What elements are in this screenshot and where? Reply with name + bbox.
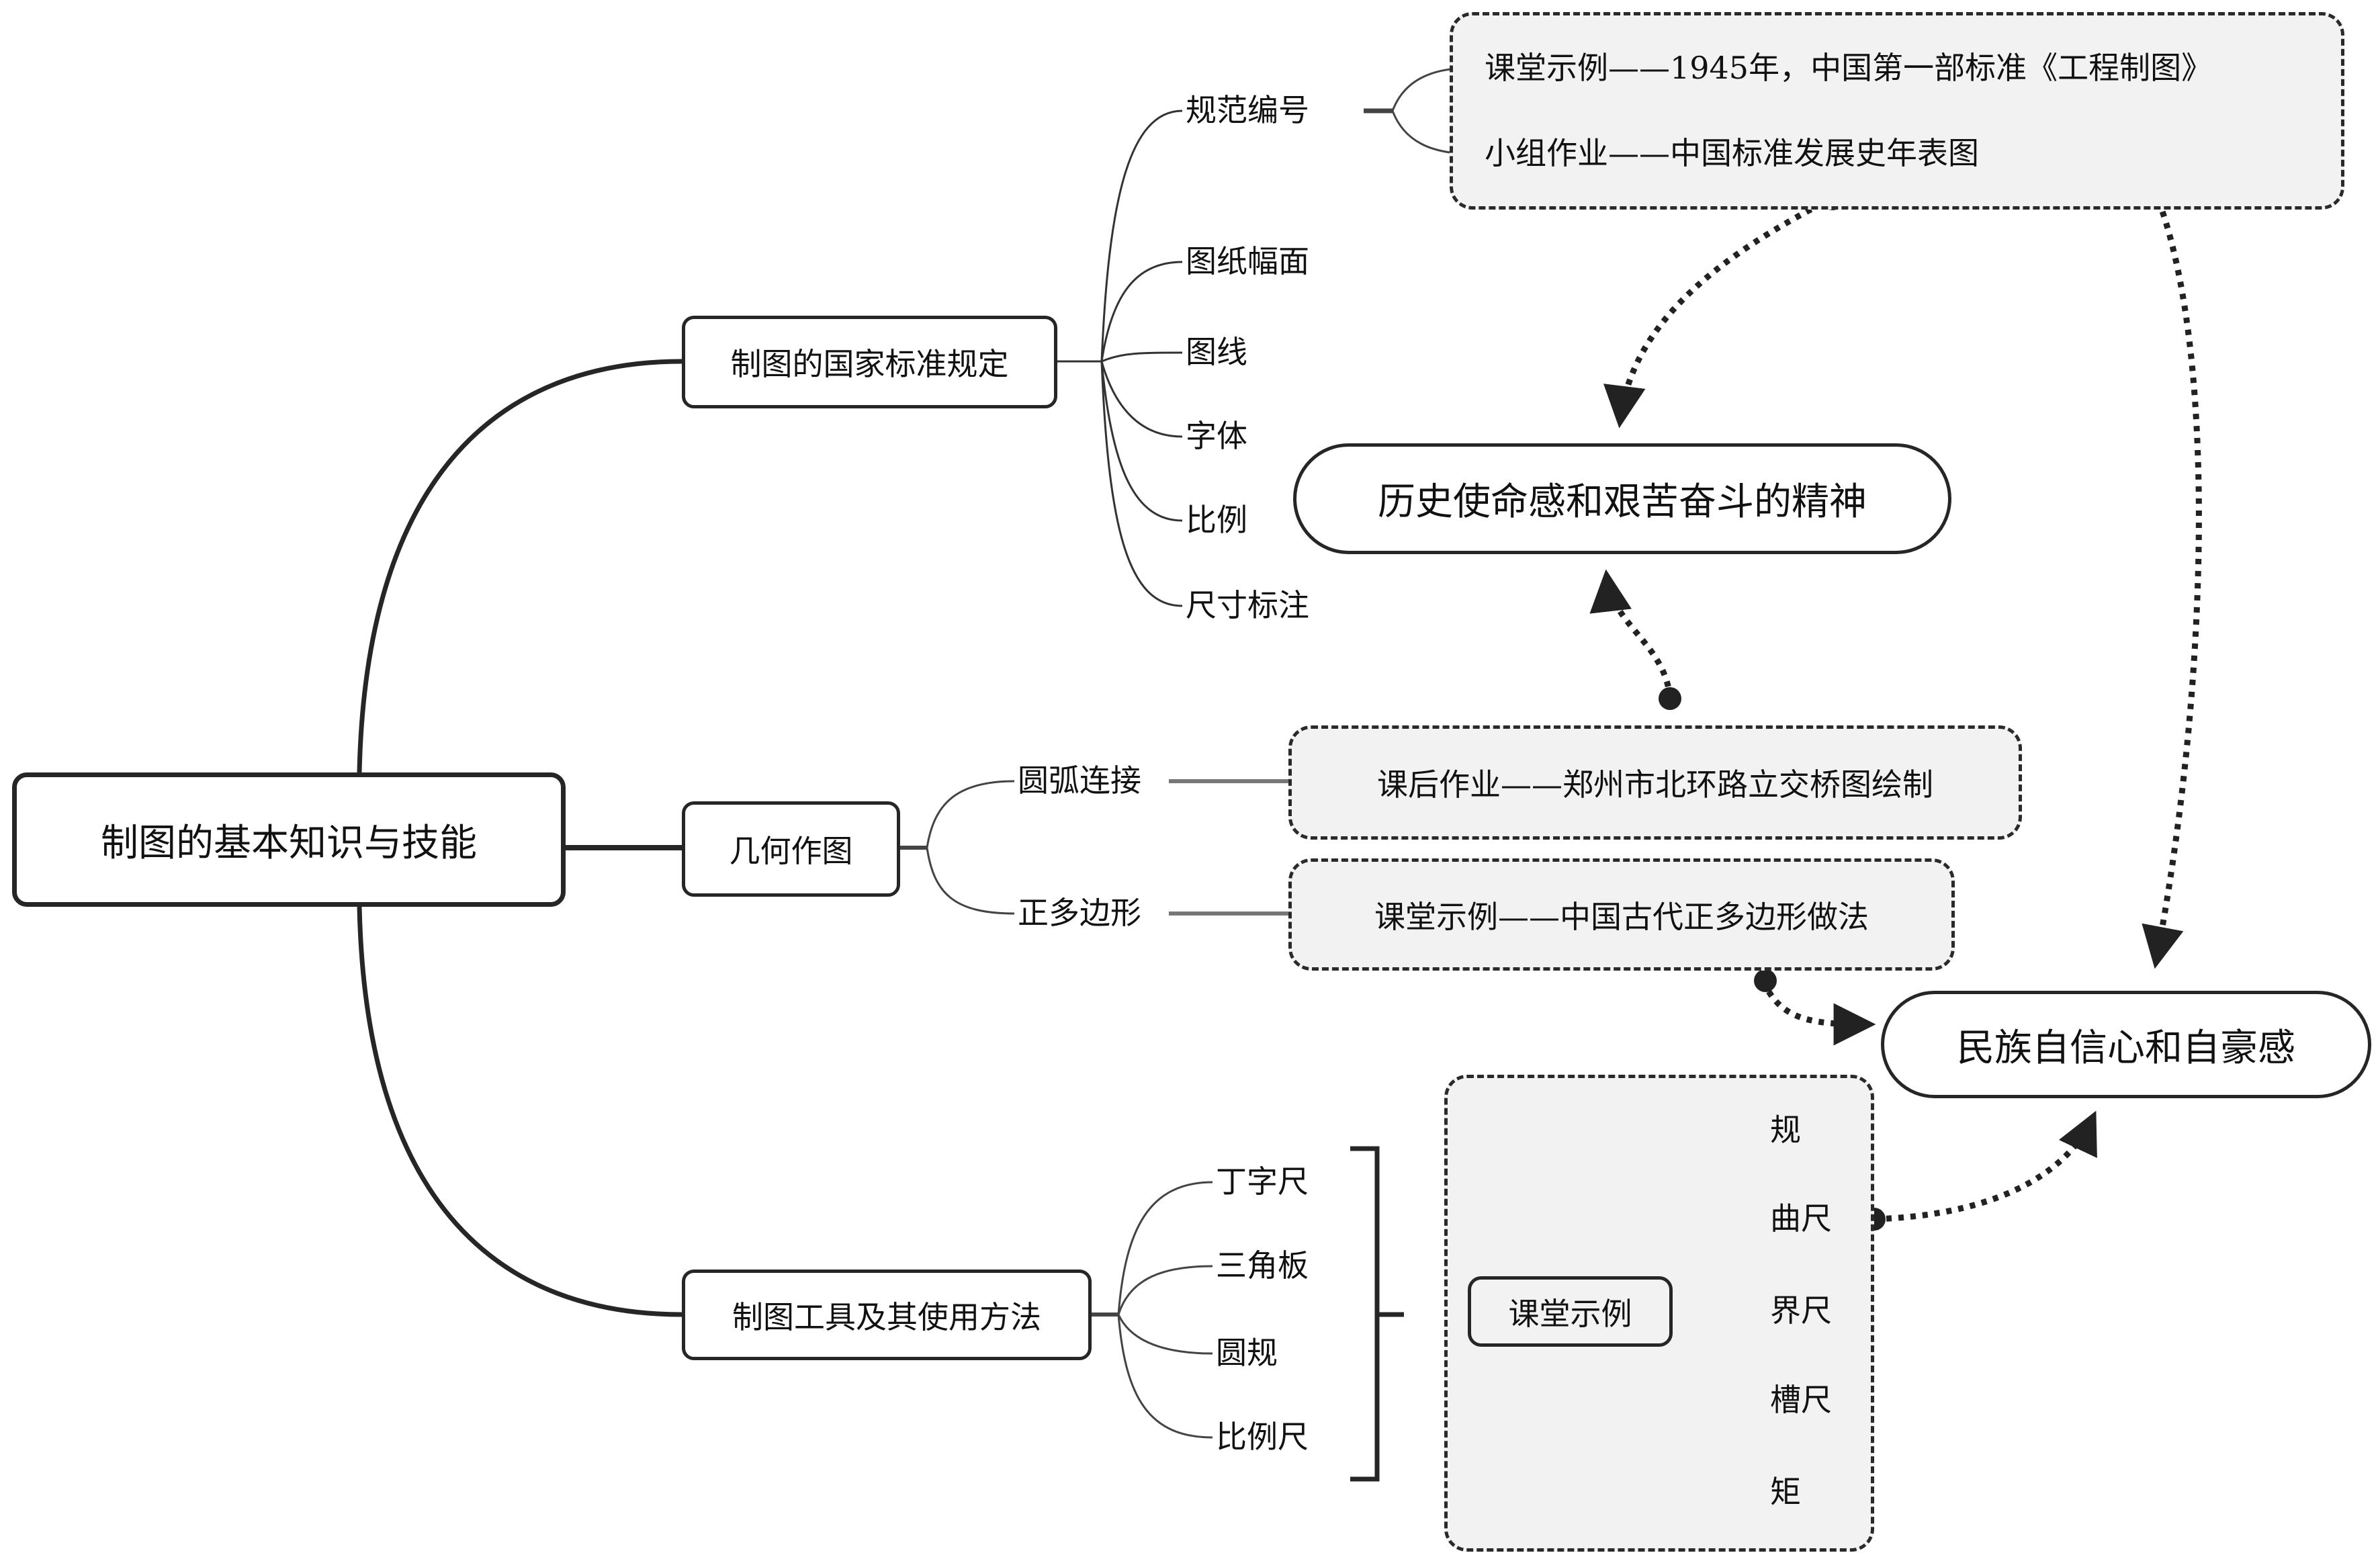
root-label: 制图的基本知识与技能 [101,821,477,865]
anchor-dot-polygon [1754,969,1777,992]
example-arc-label: 课后作业——郑州市北环路立交桥图绘制 [1377,766,1933,803]
branch-geometric-drawing[interactable]: 几何作图 [682,801,900,897]
arrow-polygon-to-national [1760,979,1876,1046]
value-history-spirit[interactable]: 历史使命感和艰苦奋斗的精神 [1293,443,1951,554]
leaf-spec-number[interactable]: 规范编号 [1186,92,1309,128]
leaf-t-square[interactable]: 丁字尺 [1216,1163,1309,1200]
arrow-tools-to-national [1874,1110,2097,1222]
value-national-pride[interactable]: 民族自信心和自豪感 [1881,991,2371,1098]
branch-label: 制图工具及其使用方法 [732,1298,1041,1335]
leaf-scale[interactable]: 比例 [1186,502,1247,538]
arrow-standards-to-history [1603,195,1835,429]
branch-drawing-tools[interactable]: 制图工具及其使用方法 [682,1270,1092,1360]
example-standards-line-2: 小组作业——中国标准发展史年表图 [1485,135,1979,171]
branch-label: 几何作图 [729,833,853,869]
example-box-arc[interactable]: 课后作业——郑州市北环路立交桥图绘制 [1288,725,2022,840]
arrow-spec-to-national [2094,111,2202,969]
arrow-arc-to-history [1589,569,1673,699]
root-node[interactable]: 制图的基本知识与技能 [12,772,566,907]
leaf-ju[interactable]: 矩 [1770,1474,1801,1510]
branch-national-standards[interactable]: 制图的国家标准规定 [682,316,1057,408]
anchor-dot-arc [1659,687,1681,710]
example-standards-line-1: 课堂示例——1945年，中国第一部标准《工程制图》 [1485,50,2213,86]
leaf-paper-size[interactable]: 图纸幅面 [1186,243,1309,279]
leaf-dimensioning[interactable]: 尺寸标注 [1186,587,1309,623]
leaf-gui[interactable]: 规 [1770,1112,1801,1148]
value-history-label: 历史使命感和艰苦奋斗的精神 [1378,480,1867,524]
example-box-polygon[interactable]: 课堂示例——中国古代正多边形做法 [1288,858,1955,971]
leaf-jie-chi[interactable]: 界尺 [1770,1292,1832,1329]
tools-bracket [1350,1146,1404,1482]
leaf-arc-connection[interactable]: 圆弧连接 [1018,762,1141,799]
links-tools-leaves [1092,1181,1213,1439]
link-root-tools [357,906,682,1317]
leaf-triangle[interactable]: 三角板 [1216,1247,1309,1284]
branch-label: 制图的国家标准规定 [730,346,1009,382]
example-box-standards[interactable] [1450,12,2344,210]
leaf-scale-ruler[interactable]: 比例尺 [1216,1419,1309,1455]
links-geometry-leaves [900,779,1288,916]
link-root-standards [357,359,682,773]
ancient-tools-node[interactable]: 课堂示例 [1468,1276,1673,1347]
leaf-qu-chi[interactable]: 曲尺 [1770,1200,1832,1237]
leaf-compass[interactable]: 圆规 [1216,1335,1278,1371]
leaf-font[interactable]: 字体 [1186,418,1247,454]
value-national-label: 民族自信心和自豪感 [1957,1026,2295,1070]
ancient-tools-label: 课堂示例 [1508,1295,1632,1332]
leaf-lines[interactable]: 图线 [1186,334,1247,370]
leaf-cao-chi[interactable]: 槽尺 [1770,1382,1832,1418]
example-polygon-label: 课堂示例——中国古代正多边形做法 [1374,898,1869,935]
links-standards-leaves [1057,109,1183,607]
leaf-regular-polygon[interactable]: 正多边形 [1018,895,1141,931]
